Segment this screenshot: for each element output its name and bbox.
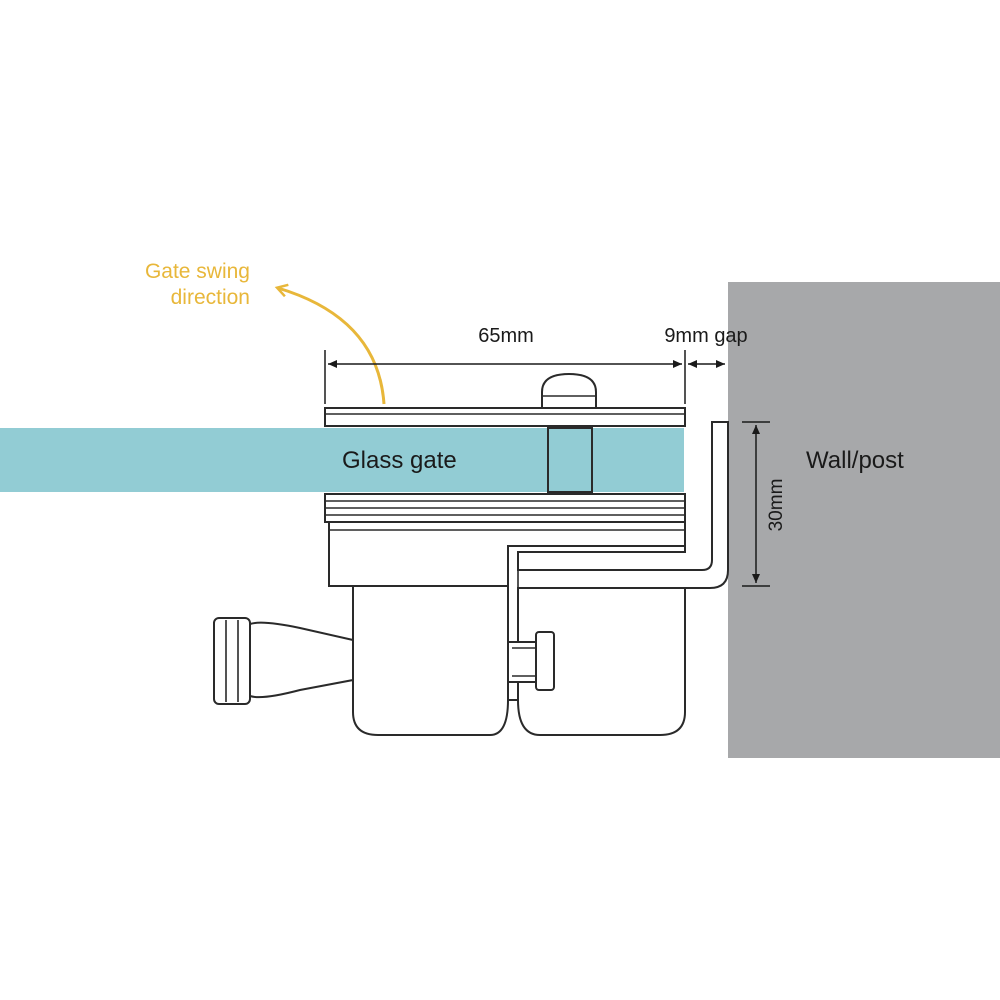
bolt — [547, 427, 593, 493]
latch-lever — [535, 631, 555, 691]
gap-dimension-label: 9mm gap — [664, 325, 747, 347]
wall-post — [728, 282, 1000, 758]
glass-gate-label: Glass gate — [342, 447, 457, 474]
left-canister — [352, 585, 509, 736]
swing-label-line2: direction — [171, 286, 250, 309]
adjustment-handle — [249, 621, 354, 699]
right-canister — [517, 587, 686, 736]
width-dimension-label: 65mm — [478, 325, 534, 347]
swing-arrow — [278, 288, 386, 405]
screw-cap — [541, 372, 597, 409]
handle-grip — [213, 617, 251, 705]
wall-post-label: Wall/post — [806, 447, 904, 474]
top-clamp-plate — [324, 407, 686, 427]
wall-bracket — [507, 421, 729, 701]
swing-label-line1: Gate swing — [145, 260, 250, 283]
height-dimension-label: 30mm — [766, 479, 787, 532]
